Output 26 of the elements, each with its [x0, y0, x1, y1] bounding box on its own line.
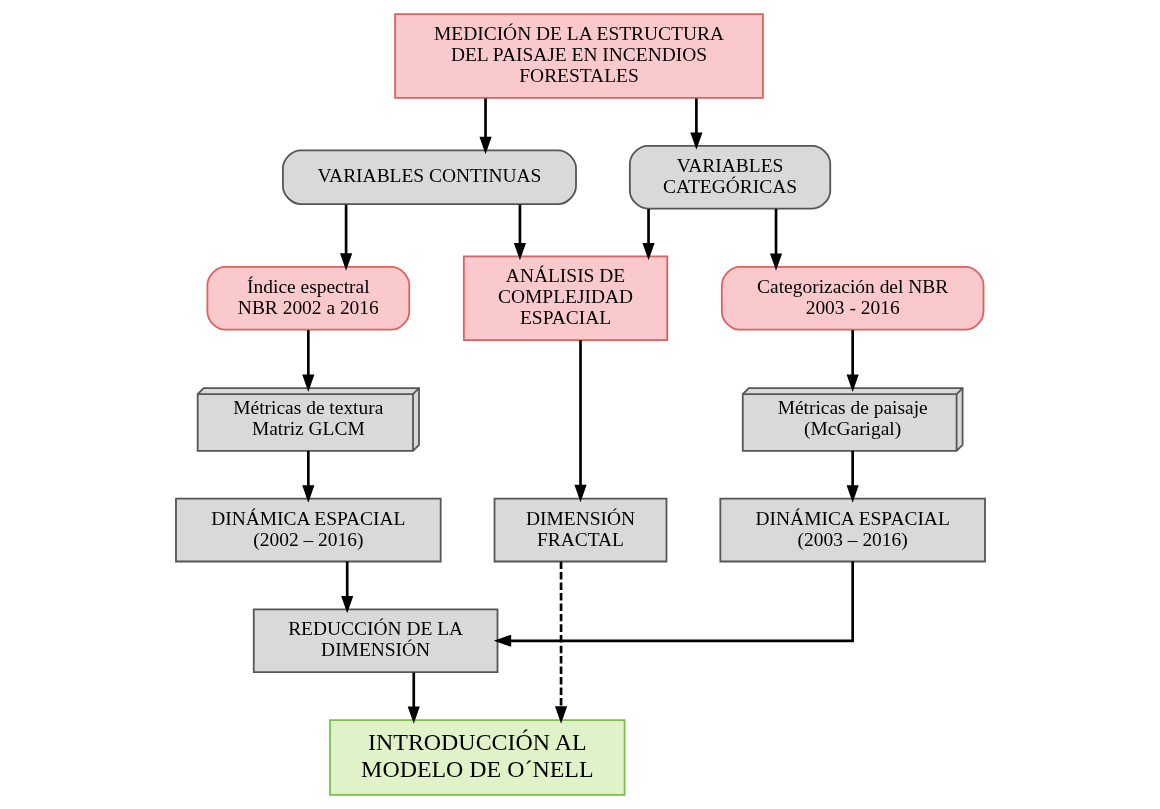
- arrow: [407, 672, 420, 724]
- node-box: MEDICIÓN DE LA ESTRUCTURA DEL PAISAJE EN INCENDIOS FORESTALES: [393, 13, 764, 99]
- arrow: [301, 330, 314, 392]
- arrow: [513, 204, 526, 261]
- node-box: Categorización del NBR 2003 - 2016: [720, 266, 984, 331]
- arrow: [478, 98, 492, 155]
- node-box: VARIABLES CONTINUAS: [281, 149, 577, 205]
- arrow: [846, 450, 859, 503]
- arrow: [846, 330, 859, 392]
- node-box: Índice espectral NBR 2002 a 2016: [206, 266, 410, 331]
- arrow: [554, 561, 567, 724]
- node-box: INTRODUCCIÓN AL MODELO DE O´NELL: [328, 719, 625, 796]
- node-box: DIMENSIÓN FRACTAL: [493, 497, 667, 563]
- arrow: [493, 561, 854, 647]
- arrow: [340, 561, 353, 614]
- node-box: VARIABLES CATEGÓRICAS: [628, 144, 831, 210]
- arrow: [641, 209, 655, 261]
- arrow: [573, 340, 587, 503]
- node-box: DINÁMICA ESPACIAL (2002 – 2016): [174, 497, 442, 563]
- arrow: [339, 204, 352, 271]
- arrow: [769, 209, 782, 271]
- arrow: [689, 98, 702, 150]
- node-box: REDUCCIÓN DE LA DIMENSIÓN: [252, 608, 498, 674]
- node-box: DINÁMICA ESPACIAL (2003 – 2016): [718, 497, 986, 563]
- arrow: [301, 450, 314, 503]
- node-box: ANÁLISIS DE COMPLEJIDAD ESPACIAL: [462, 255, 668, 342]
